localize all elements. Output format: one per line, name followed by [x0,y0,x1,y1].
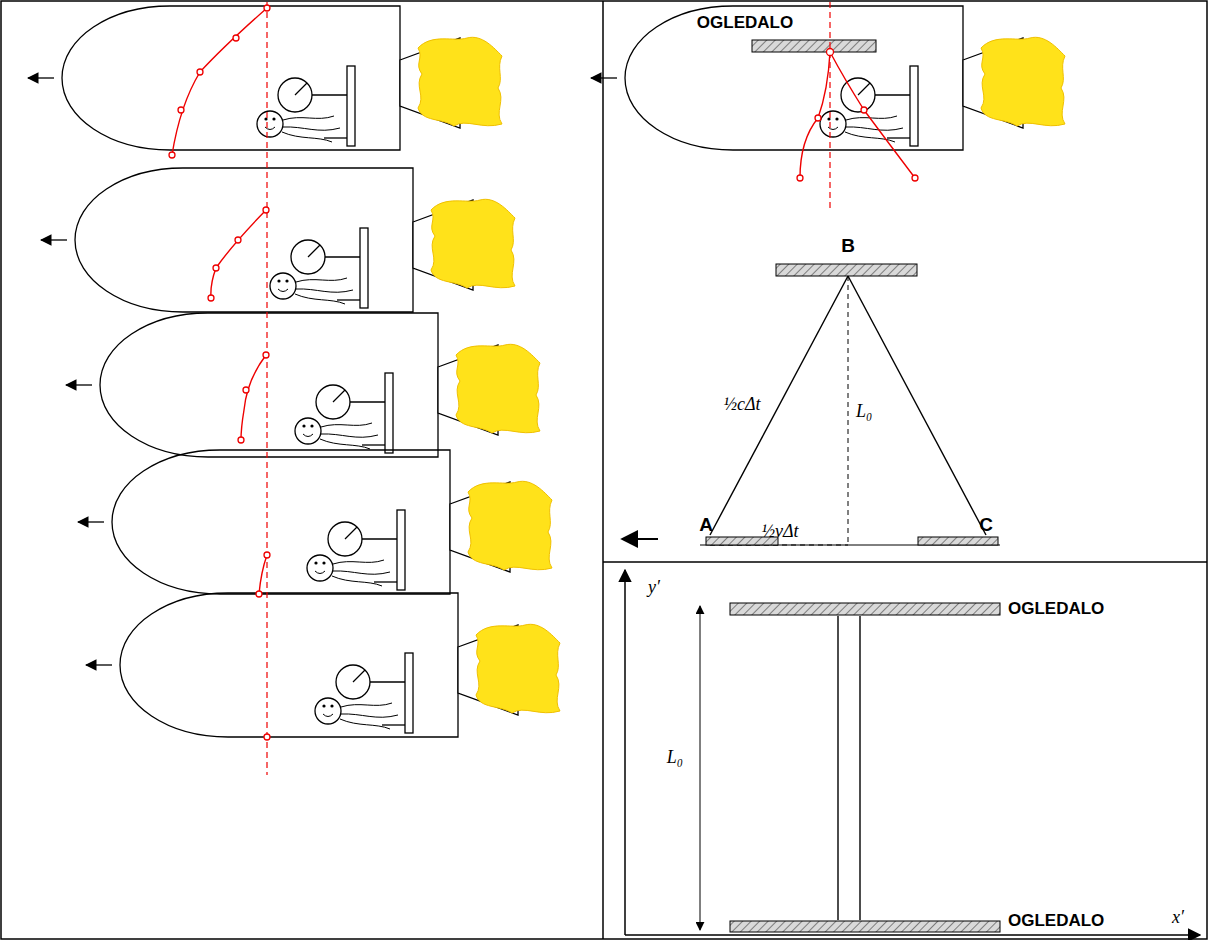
point-label: A [699,515,713,536]
axis-label: x′ [1172,908,1184,928]
point-label: C [979,515,993,536]
point-label: B [841,236,855,257]
path-length: ½cΔt [723,395,760,415]
axis-label: y′ [648,578,660,598]
mirror-label: OGLEDALO [697,14,793,33]
height-label: L₀ [667,748,683,768]
mirror-label: OGLEDALO [1008,600,1104,619]
height-label: L₀ [856,402,872,422]
shift-label: ½vΔt [761,522,798,542]
mirror-label: OGLEDALO [1008,912,1104,931]
